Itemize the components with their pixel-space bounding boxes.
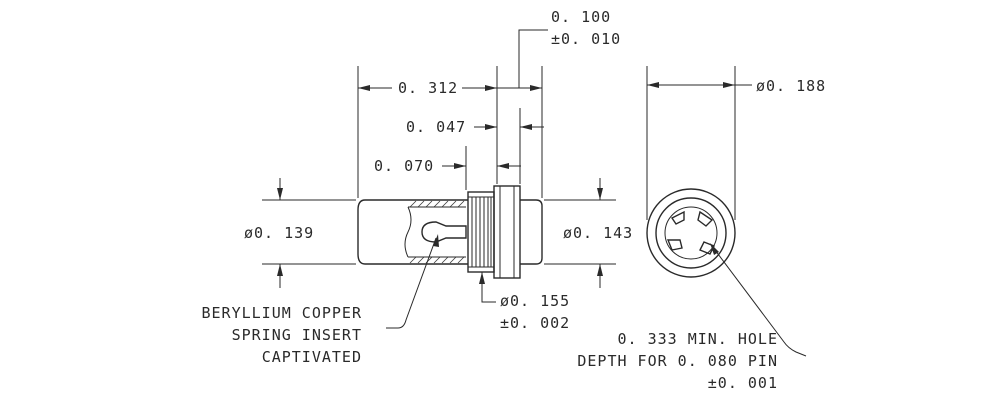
- head: [520, 199, 543, 265]
- barrel-outline: [357, 199, 468, 265]
- flange: [493, 185, 521, 279]
- dim-dia-0188: ø0. 188: [756, 77, 826, 95]
- spring-finger: [666, 239, 683, 251]
- end-inner-circle: [655, 197, 727, 269]
- end-outer-circle: [646, 188, 736, 278]
- note-hole-line2: DEPTH FOR 0. 080 PIN: [577, 352, 778, 370]
- end-hole-circle: [664, 206, 718, 260]
- cutaway-hatch: [409, 200, 465, 264]
- note-spring-line3: CAPTIVATED: [262, 348, 362, 366]
- dim-0070: 0. 070: [374, 157, 434, 175]
- note-spring-line1: BERYLLIUM COPPER: [202, 304, 363, 322]
- dim-0047: 0. 047: [406, 118, 466, 136]
- knurl-lines: [468, 196, 494, 268]
- note-hole-line3: ±0. 001: [708, 374, 778, 392]
- dim-dia-0143: ø0. 143: [563, 224, 633, 242]
- dim-dia-0155-tolerance: ±0. 002: [500, 314, 570, 332]
- dim-dia-0155: ø0. 155: [500, 292, 570, 310]
- spring-edge: [404, 206, 412, 258]
- dim-0100-tolerance: ±0. 010: [551, 30, 621, 48]
- spring-slot: [421, 221, 467, 243]
- end-view: [646, 66, 807, 357]
- dim-0100: 0. 100: [551, 8, 611, 26]
- side-dimensions: [262, 29, 616, 329]
- spring-finger: [697, 210, 714, 227]
- note-hole-line1: 0. 333 MIN. HOLE: [618, 330, 779, 348]
- side-view-part: [357, 185, 543, 279]
- spring-finger: [670, 210, 685, 225]
- dim-dia-0139: ø0. 139: [244, 224, 314, 242]
- dim-0312: 0. 312: [398, 79, 458, 97]
- note-spring-line2: SPRING INSERT: [232, 326, 362, 344]
